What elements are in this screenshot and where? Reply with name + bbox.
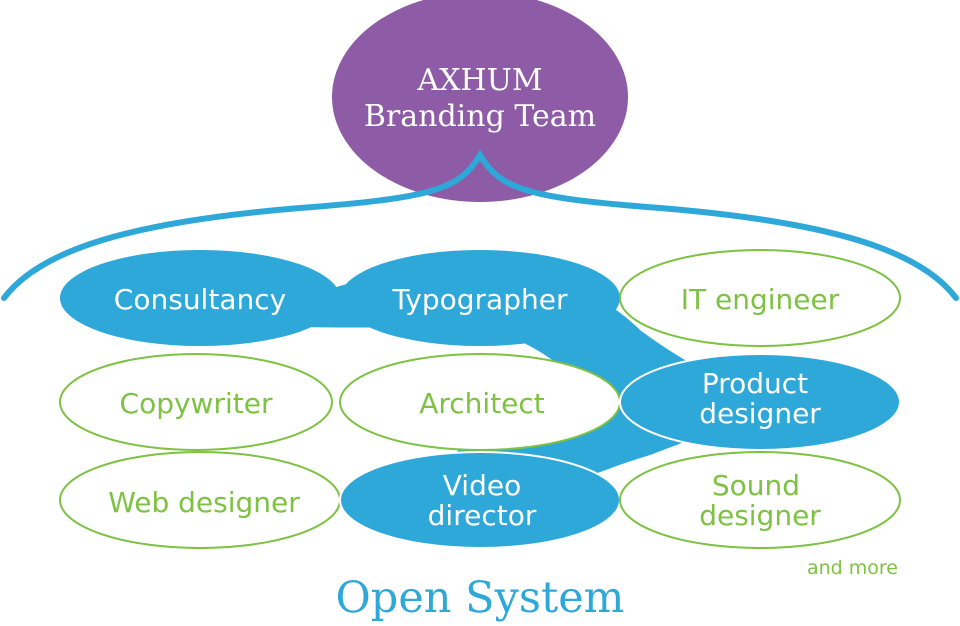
umbrella-arc bbox=[1, 148, 959, 301]
role-node-sound-designer bbox=[619, 451, 901, 549]
role-node-it-engineer bbox=[619, 249, 901, 347]
role-label-video-director-line2: director bbox=[428, 499, 537, 532]
role-label-web-designer: Web designer bbox=[108, 486, 300, 519]
open-system-label: Open System bbox=[336, 573, 625, 623]
and-more-note: and more bbox=[807, 557, 898, 579]
role-node-copywriter bbox=[59, 353, 333, 451]
branding-team-title-line1: AXHUM bbox=[416, 63, 542, 98]
role-label-video-director-line1: Video bbox=[443, 469, 521, 502]
branding-team-title-line2: Branding Team bbox=[364, 99, 596, 134]
role-label-sound-designer-line2: designer bbox=[699, 499, 821, 532]
role-label-sound-designer-line1: Sound bbox=[712, 469, 800, 502]
role-label-architect: Architect bbox=[419, 387, 545, 420]
branding-team-node bbox=[332, 0, 628, 202]
connector-blob bbox=[260, 268, 760, 512]
role-node-consultancy bbox=[60, 250, 340, 346]
role-label-it-engineer: IT engineer bbox=[681, 283, 840, 316]
role-node-product-designer bbox=[619, 353, 901, 451]
role-label-product-designer-line2: designer bbox=[699, 397, 821, 430]
role-label-product-designer-line1: Product bbox=[702, 367, 808, 400]
role-label-typographer: Typographer bbox=[392, 283, 568, 316]
role-label-copywriter: Copywriter bbox=[120, 387, 273, 420]
role-label-consultancy: Consultancy bbox=[114, 283, 286, 316]
role-node-typographer bbox=[340, 250, 620, 346]
